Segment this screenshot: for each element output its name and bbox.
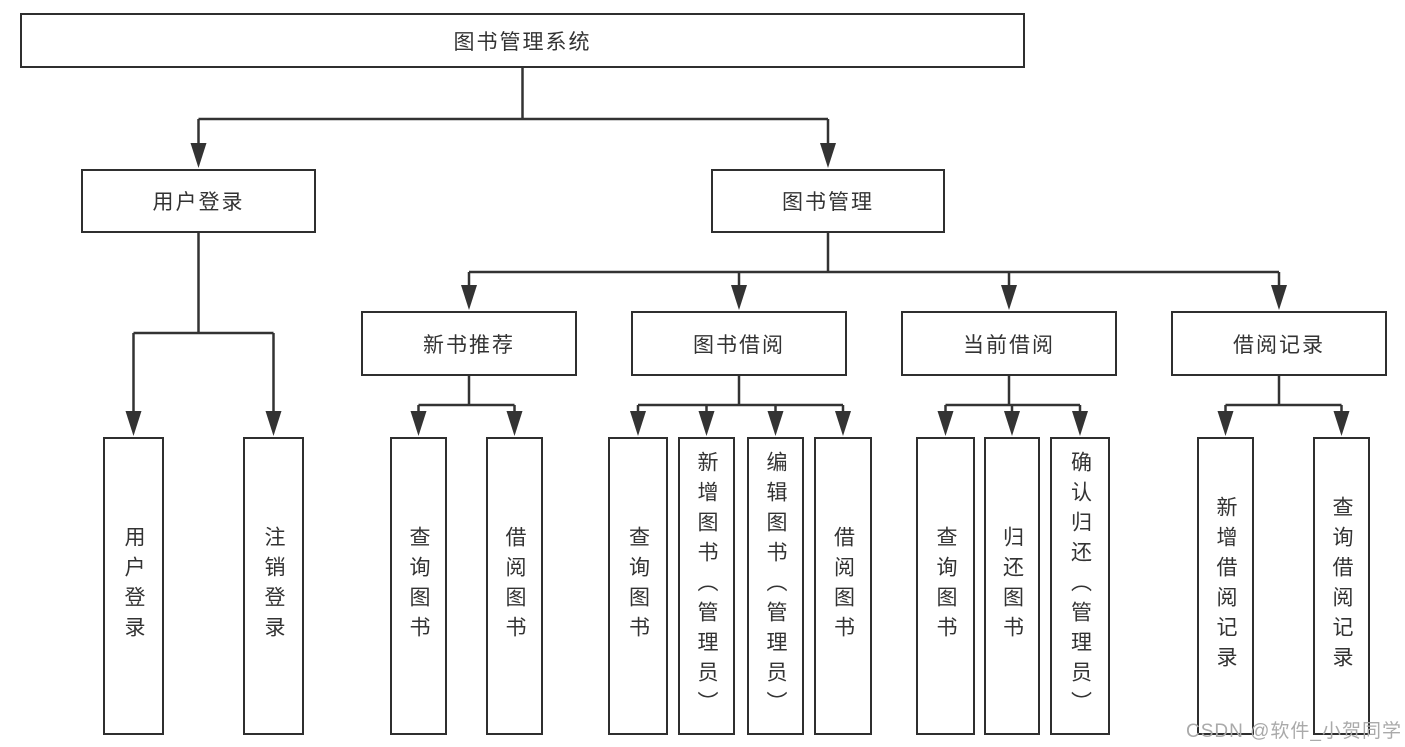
leaf-query-book-current-label: 查询图书 <box>934 526 957 646</box>
leaf-borrow-book: 借阅图书 <box>814 437 872 735</box>
edges-new-book-recommend <box>410 376 523 436</box>
edges-borrow-records <box>1217 376 1350 436</box>
edges-current-borrow <box>937 376 1088 436</box>
leaf-query-book-borrow: 查询图书 <box>608 437 668 735</box>
csdn-watermark: CSDN @软件_小贺同学 <box>1186 721 1402 742</box>
leaf-query-book-recommend: 查询图书 <box>390 437 447 735</box>
leaf-logout: 注销登录 <box>243 437 304 735</box>
node-borrow-records: 借阅记录 <box>1171 311 1387 376</box>
edges-root <box>190 68 836 168</box>
leaf-return-book-label: 归还图书 <box>1000 526 1024 646</box>
leaf-logout-label: 注销登录 <box>262 526 285 646</box>
leaf-query-book-current: 查询图书 <box>916 437 975 735</box>
leaf-add-book-admin-label: 新增图书（管理员） <box>695 451 718 721</box>
leaf-borrow-book-recommend: 借阅图书 <box>486 437 543 735</box>
leaf-confirm-return-admin-label: 确认归还（管理员） <box>1068 451 1092 721</box>
leaf-user-login: 用户登录 <box>103 437 164 735</box>
node-new-book-recommend: 新书推荐 <box>361 311 577 376</box>
edges-book-borrow <box>630 376 851 436</box>
leaf-query-borrow-record: 查询借阅记录 <box>1313 437 1370 735</box>
edges-book-management <box>461 233 1287 310</box>
leaf-return-book: 归还图书 <box>984 437 1040 735</box>
node-book-management: 图书管理 <box>711 169 945 233</box>
leaf-query-book-borrow-label: 查询图书 <box>626 526 650 646</box>
leaf-edit-book-admin: 编辑图书（管理员） <box>747 437 804 735</box>
node-current-borrow: 当前借阅 <box>901 311 1117 376</box>
edges-user-login <box>125 233 282 436</box>
leaf-confirm-return-admin: 确认归还（管理员） <box>1050 437 1110 735</box>
node-user-login: 用户登录 <box>81 169 316 233</box>
leaf-add-borrow-record: 新增借阅记录 <box>1197 437 1254 735</box>
leaf-edit-book-admin-label: 编辑图书（管理员） <box>764 451 787 721</box>
leaf-user-login-label: 用户登录 <box>122 526 145 646</box>
leaf-borrow-book-recommend-label: 借阅图书 <box>503 526 526 646</box>
node-root: 图书管理系统 <box>20 13 1025 68</box>
leaf-add-book-admin: 新增图书（管理员） <box>678 437 735 735</box>
node-book-borrow: 图书借阅 <box>631 311 847 376</box>
leaf-query-borrow-record-label: 查询借阅记录 <box>1330 496 1353 676</box>
leaf-add-borrow-record-label: 新增借阅记录 <box>1214 496 1237 676</box>
leaf-query-book-recommend-label: 查询图书 <box>407 526 430 646</box>
leaf-borrow-book-label: 借阅图书 <box>831 526 855 646</box>
